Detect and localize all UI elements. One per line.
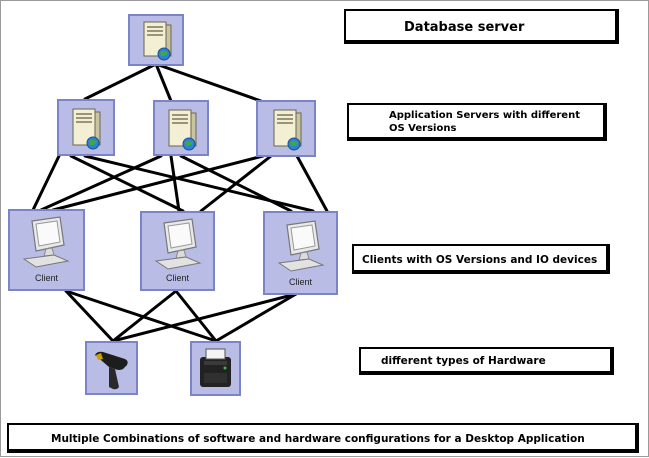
- link-client1-hw1: [64, 289, 115, 343]
- label-hardware: different types of Hardware: [359, 347, 614, 375]
- label-database-server: Database server: [344, 9, 619, 44]
- app-server-node-2: [153, 100, 209, 156]
- label-database-server-text: Database server: [404, 20, 525, 35]
- link-app1-client2: [69, 154, 185, 213]
- client-node-3: Client: [263, 211, 338, 295]
- barcode-scanner-icon: [95, 351, 128, 390]
- computer-icon: [22, 216, 70, 268]
- server-icon: [72, 108, 101, 150]
- link-client1-hw2: [64, 289, 218, 343]
- link-db-app3: [154, 62, 263, 103]
- link-client3-hw1: [111, 292, 298, 343]
- app-server-node-1: [57, 99, 115, 156]
- client-node-2: Client: [140, 211, 215, 291]
- server-icon: [273, 109, 302, 151]
- hardware-node-printer: [190, 341, 241, 396]
- link-client3-hw2: [214, 292, 298, 343]
- label-clients: Clients with OS Versions and IO devices: [352, 244, 610, 274]
- link-client2-hw1: [111, 289, 178, 343]
- link-app3-client2: [199, 154, 273, 213]
- label-footer-text: Multiple Combinations of software and ha…: [51, 433, 585, 445]
- label-app-servers: Application Servers with different OS Ve…: [347, 103, 607, 141]
- link-app2-client1: [39, 154, 163, 212]
- client-node-1: Client: [8, 209, 85, 291]
- server-icon: [168, 109, 197, 151]
- label-app-servers-text: Application Servers with different OS Ve…: [389, 110, 580, 134]
- link-app3-client3: [295, 154, 329, 213]
- computer-icon: [154, 218, 202, 270]
- link-db-app2: [154, 62, 173, 103]
- label-footer: Multiple Combinations of software and ha…: [7, 423, 639, 453]
- computer-icon: [277, 220, 325, 272]
- hardware-node-scanner: [85, 341, 138, 395]
- link-db-app1: [83, 62, 158, 101]
- client-label: Client: [34, 273, 58, 283]
- label-clients-text: Clients with OS Versions and IO devices: [362, 254, 598, 266]
- receipt-printer-icon: [200, 348, 231, 387]
- link-app2-client2: [169, 154, 181, 213]
- server-icon: [143, 21, 172, 61]
- label-hardware-text: different types of Hardware: [381, 355, 546, 367]
- client-label: Client: [165, 273, 189, 283]
- link-app3-client1: [51, 154, 265, 212]
- database-server-node: [128, 14, 184, 66]
- link-app1-client1: [31, 154, 61, 212]
- link-client2-hw2: [174, 289, 218, 343]
- app-server-node-3: [256, 100, 316, 157]
- client-label: Client: [288, 277, 312, 287]
